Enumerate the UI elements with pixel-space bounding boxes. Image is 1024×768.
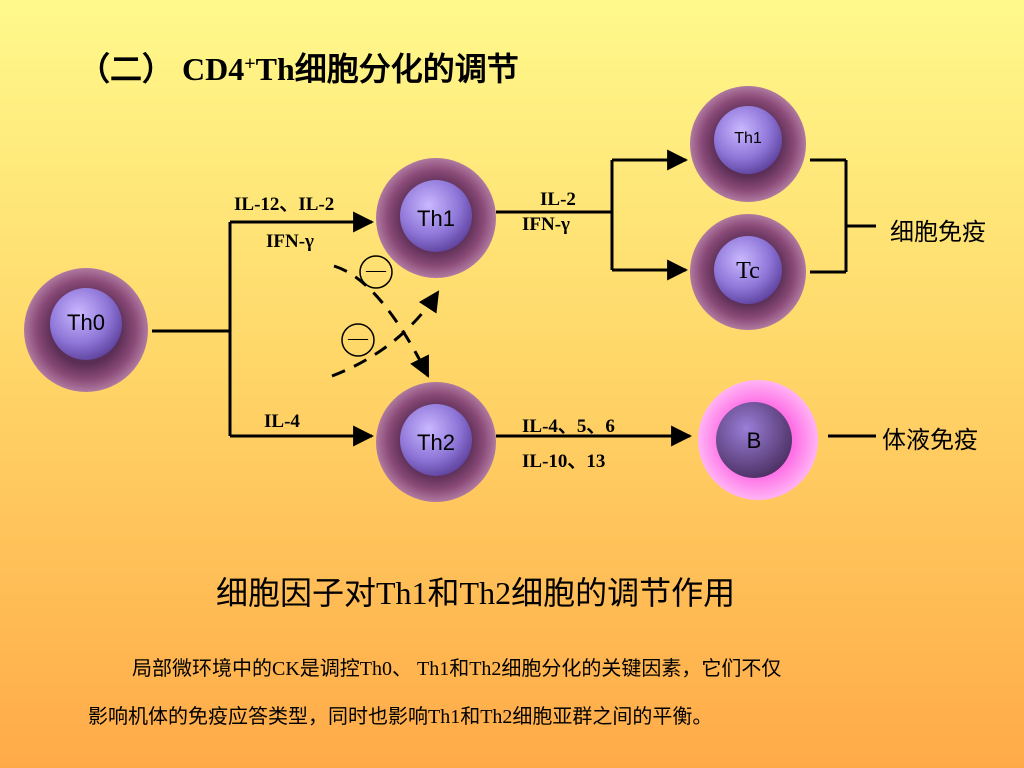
cell-th2 xyxy=(376,382,496,502)
title-prefix: （二） xyxy=(78,51,175,87)
cell-th0 xyxy=(24,268,148,392)
title-suffix: Th细胞分化的调节 xyxy=(255,51,519,87)
cell-tc xyxy=(690,214,806,330)
title-main: CD4 xyxy=(182,51,245,87)
th1-top-label: Th1 xyxy=(734,130,762,147)
il10-13-label: IL-10、13 xyxy=(522,451,606,472)
title-sup: + xyxy=(244,53,256,75)
cellular-bracket xyxy=(810,158,876,274)
paragraph-line-2: 影响机体的免疫应答类型，同时也影响Th1和Th2细胞亚群之间的平衡。 xyxy=(88,706,713,728)
cellular-immunity-label: 细胞免疫 xyxy=(890,220,986,246)
b-label: B xyxy=(746,428,762,453)
page-title: （二） CD4+Th细胞分化的调节 xyxy=(78,44,519,90)
th1-mid-label: Th1 xyxy=(417,206,455,231)
il4-left-label: IL-4 xyxy=(264,411,300,432)
tc-label: Tc xyxy=(736,258,760,284)
subtitle: 细胞因子对Th1和Th2细胞的调节作用 xyxy=(216,575,736,611)
paragraph-line-1: 局部微环境中的CK是调控Th0、 Th1和Th2细胞分化的关键因素，它们不仅 xyxy=(132,658,782,680)
minus-sign-upper: — xyxy=(366,259,386,281)
minus-circles xyxy=(341,255,393,357)
inhibition-arrows xyxy=(331,264,440,378)
ifn-right-label: IFN-γ xyxy=(522,214,570,235)
il456-label: IL-4、5、6 xyxy=(522,416,615,437)
th0-label: Th0 xyxy=(67,310,105,335)
il12-il2-label: IL-12、IL-2 xyxy=(234,194,335,215)
cell-b xyxy=(698,380,818,500)
ifn-left-label: IFN-γ xyxy=(266,231,314,252)
th0-branch-lines xyxy=(152,211,375,447)
th1-branch-lines xyxy=(496,149,689,281)
il2-right-label: IL-2 xyxy=(540,189,576,210)
minus-sign-lower: — xyxy=(348,327,368,349)
humoral-immunity-label: 体液免疫 xyxy=(882,428,978,454)
cell-th1-top xyxy=(690,86,806,202)
th2-label: Th2 xyxy=(417,430,455,455)
cell-th1-mid xyxy=(376,158,496,278)
